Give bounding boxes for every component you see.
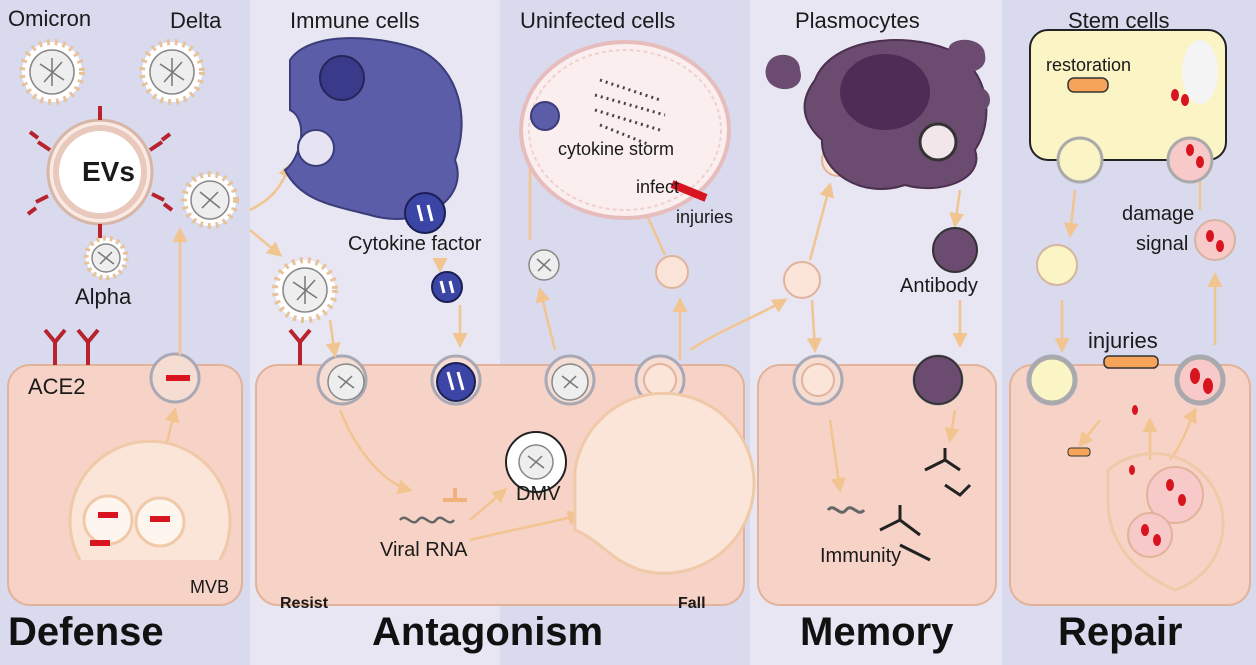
label-injuries-repair: injuries: [1088, 328, 1158, 353]
label-omicron: Omicron: [8, 6, 92, 31]
label-plasmocytes: Plasmocytes: [795, 8, 920, 33]
virus-particles: [19, 39, 627, 493]
label-damage: damage: [1122, 203, 1195, 225]
cytokine-vesicle-1: [404, 192, 446, 234]
virus-small-mid: [528, 249, 560, 281]
arrow-rna-down: [806, 299, 822, 353]
viral-rna-squiggle: [399, 516, 455, 524]
arrow-plasma-antibody: [949, 189, 965, 228]
label-stem-cells: Stem cells: [1068, 8, 1170, 33]
title-memory: Memory: [800, 610, 954, 654]
memory-host-cell: [757, 364, 997, 606]
label-dmv: DMV: [516, 483, 561, 505]
label-ace2: ACE2: [28, 374, 86, 399]
virus-alpha: [83, 235, 129, 281]
label-viral-rna: Viral RNA: [380, 539, 468, 561]
label-cytokine-storm: cytokine storm: [558, 139, 675, 159]
label-alpha: Alpha: [75, 284, 132, 309]
label-signal: signal: [1136, 233, 1189, 255]
label-restoration: restoration: [1046, 55, 1132, 75]
label-immunity: Immunity: [820, 545, 902, 567]
title-defense: Defense: [8, 610, 164, 654]
arrow-stem-down: [1063, 189, 1079, 238]
mvb: [68, 375, 232, 561]
antibody-vesicle: [932, 227, 978, 273]
title-antagonism: Antagonism: [372, 610, 604, 654]
label-immune-cells: Immune cells: [290, 8, 420, 33]
arrow-rna-dmv: [469, 488, 508, 521]
uninfected-cell: [519, 40, 731, 220]
label-evs: EVs: [82, 156, 135, 187]
arrow-virus-up: [535, 287, 557, 351]
cytokine-vesicle-2: [431, 271, 463, 303]
immune-cell: [283, 37, 476, 402]
arrow-to-memory: [689, 298, 788, 352]
evs-vesicle: [26, 106, 174, 238]
ace2-receptors: [43, 328, 312, 365]
virus-delta: [139, 39, 205, 105]
label-resist: Resist: [280, 595, 329, 612]
label-injuries-antagonism: injuries: [676, 207, 734, 227]
arrow-evs-to-virus: [249, 229, 283, 257]
virus-in-pit-center: [551, 363, 589, 401]
arrow-rna-to-plasma: [808, 182, 835, 261]
arrow-resist-rna: [338, 409, 413, 495]
arrow-antibody-in: [944, 409, 960, 443]
antibody-pit-vesicle: [913, 355, 963, 405]
label-antibody: Antibody: [900, 275, 978, 297]
ev-receptors-tips: [26, 130, 174, 216]
arrow-virus-in: [325, 319, 341, 358]
virus-omicron: [19, 39, 85, 105]
stem-cell: [1028, 29, 1236, 592]
virus-antagonism-large: [272, 257, 338, 323]
label-delta: Delta: [170, 8, 222, 33]
endosome-compartment: [573, 391, 756, 575]
virus-in-dmv: [505, 431, 567, 493]
label-infect: infect: [636, 177, 680, 197]
plasmocytes: [765, 39, 990, 405]
antibodies: [826, 448, 972, 562]
label-fall: Fall: [678, 595, 706, 612]
virus-in-resist-pit: [327, 363, 365, 401]
arrow-memory-immunity: [828, 419, 846, 493]
ev-receptors: [35, 106, 165, 238]
label-uninfected-cells: Uninfected cells: [520, 8, 676, 33]
label-cytokine-factor: Cytokine factor: [348, 233, 482, 255]
label-mvb: MVB: [190, 577, 230, 597]
arrow-rna-vesicle: [469, 510, 583, 542]
arrow-bandage-down: [1078, 419, 1101, 448]
virus-right-of-evs: [181, 171, 239, 229]
title-repair: Repair: [1058, 610, 1183, 654]
injury-mark: [670, 180, 708, 202]
cytokine-vesicle-3: [436, 362, 476, 402]
inhibition-mark: [443, 488, 467, 502]
